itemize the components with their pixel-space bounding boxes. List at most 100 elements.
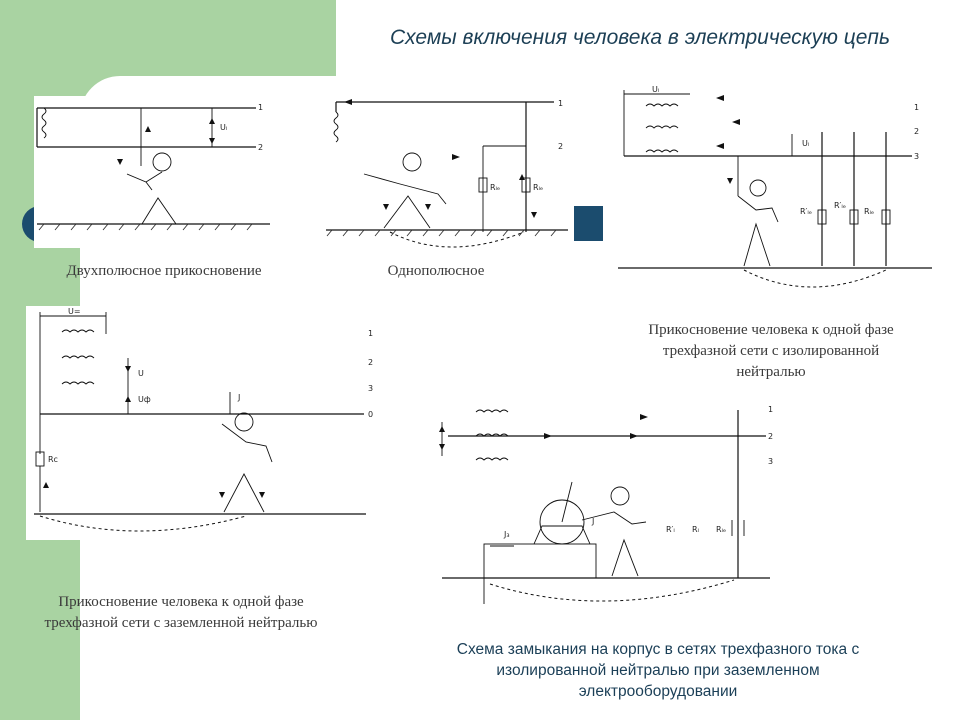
diagram-unipolar: 1 2 Rₗₑ Rₗₑ — [318, 92, 574, 254]
resistor-rc-label: Rc — [48, 455, 58, 464]
ground-current-path — [743, 269, 887, 288]
wire-1-label: 1 — [768, 405, 773, 414]
diagram-isolated-neutral: Uₗ 1 2 3 Uₗ R′ₗₑ R′ₗₑ Rₗₑ — [610, 84, 940, 296]
arrow-left-icon — [732, 119, 740, 125]
arrow-down-icon — [219, 492, 225, 498]
wire-3-label: 3 — [368, 384, 373, 393]
arrow-left-icon — [344, 99, 352, 105]
diagram-bipolar: 1 2 Uₗ — [34, 96, 272, 248]
current-j-label: J — [591, 517, 594, 526]
arrow-left-icon — [716, 95, 724, 101]
wire-2-label: 2 — [558, 142, 563, 151]
caption-unipolar: Однополюсное — [387, 263, 485, 279]
transformer-coil-icon — [645, 125, 679, 129]
slide-title: Схемы включения человека в электрическую… — [389, 26, 891, 49]
wire-2-label: 2 — [368, 358, 373, 367]
wire-1-label: 1 — [558, 99, 563, 108]
resistor-1 — [817, 209, 827, 225]
transformer-coil-icon — [645, 103, 679, 107]
current-arrow-icon — [727, 178, 733, 184]
arrow-right-icon — [452, 154, 460, 160]
transformer-coil-icon — [475, 457, 509, 461]
arrow-down-icon — [439, 444, 445, 450]
arrow-down-icon — [125, 366, 131, 372]
voltage-label: U — [138, 369, 144, 378]
person-legs-icon — [743, 222, 771, 267]
transformer-coil-icon — [61, 355, 95, 359]
person-legs-icon — [611, 538, 639, 577]
wire-0-label: 0 — [368, 410, 373, 419]
transformer-coil-icon — [645, 149, 679, 153]
wire-1-label: 1 — [914, 103, 919, 112]
wire-3-label: 3 — [914, 152, 919, 161]
resistor-1-label: R′ₗ — [666, 525, 675, 534]
resistor-2 — [849, 209, 859, 225]
person-arms-icon — [126, 171, 163, 191]
resistor-1-label: R′ₗₑ — [800, 207, 812, 216]
ground-hatching — [326, 229, 557, 237]
resistor-2-label: R′ₗₑ — [834, 201, 846, 210]
resistor-3 — [881, 209, 891, 225]
person-arms-icon — [221, 423, 273, 463]
resistor-2-label: Rₗₑ — [533, 183, 543, 192]
phase-voltage-label: Uф — [138, 395, 151, 404]
arrow-up-icon — [43, 482, 49, 488]
resistor-3-label: Rₗₑ — [864, 207, 874, 216]
transformer-coil-icon — [475, 409, 509, 413]
person-arms-icon — [581, 511, 647, 525]
arrow-right-icon — [630, 433, 638, 439]
current-j3-label: J₃ — [503, 530, 510, 539]
person-head-icon — [402, 152, 422, 172]
caption-enclosure-fault: Схема замыкания на корпус в сетях трехфа… — [456, 641, 860, 700]
voltage-label: Uₗ — [220, 123, 227, 132]
person-head-icon — [152, 152, 172, 172]
person-head-icon — [234, 412, 254, 432]
arrow-right-icon — [640, 414, 648, 420]
arrow-up-icon — [209, 118, 215, 124]
arrow-down-icon — [209, 138, 215, 144]
person-legs-icon — [383, 195, 431, 229]
person-head-icon — [749, 179, 767, 197]
equipment-body — [483, 543, 597, 579]
person-head-icon — [610, 486, 630, 506]
arrow-up-icon — [519, 174, 525, 180]
decorative-square — [570, 206, 603, 241]
wire-3-label: 3 — [768, 457, 773, 466]
resistor-2 — [521, 177, 531, 193]
caption-grounded-neutral: Прикосновение человека к одной фазе трех… — [44, 594, 318, 631]
arrow-down-icon — [425, 204, 431, 210]
arrow-up-icon — [531, 212, 537, 218]
ground-current-path — [489, 579, 735, 602]
arrow-down-icon — [383, 204, 389, 210]
motor-housing-icon — [539, 499, 585, 545]
ground-current-path — [389, 231, 525, 248]
wire-1-label: 1 — [258, 103, 263, 112]
arrow-up-icon — [125, 396, 131, 402]
resistor-1-label: Rₗₑ — [490, 183, 500, 192]
arrow-left-icon — [716, 143, 724, 149]
transformer-coil-icon — [61, 381, 95, 385]
arrow-down-icon — [259, 492, 265, 498]
ground-current-path — [39, 515, 247, 532]
current-label: J — [237, 393, 240, 402]
person-legs-icon — [141, 197, 177, 225]
current-arrow-icon — [145, 126, 151, 132]
wire-2-label: 2 — [914, 127, 919, 136]
ground-hatching — [38, 223, 253, 231]
fault-link — [561, 481, 573, 523]
resistor-rc — [35, 451, 45, 467]
wire-1-label: 1 — [368, 329, 373, 338]
line-voltage-label: U= — [68, 307, 81, 316]
transformer-coil-icon — [41, 107, 47, 139]
arrow-up-icon — [439, 426, 445, 432]
current-arrow-icon — [117, 159, 123, 165]
transformer-coil-icon — [333, 111, 339, 143]
person-arms-icon — [737, 195, 779, 223]
caption-isolated-neutral: Прикосновение человека к одной фазе трех… — [648, 322, 894, 380]
resistor-2-label: Rₗ — [692, 525, 699, 534]
voltage-label: Uₗ — [802, 139, 809, 148]
arrow-right-icon — [544, 433, 552, 439]
person-legs-icon — [223, 473, 265, 513]
resistor-3-label: Rₗₑ — [716, 525, 726, 534]
caption-bipolar: Двухполюсное прикосновение — [66, 263, 262, 279]
